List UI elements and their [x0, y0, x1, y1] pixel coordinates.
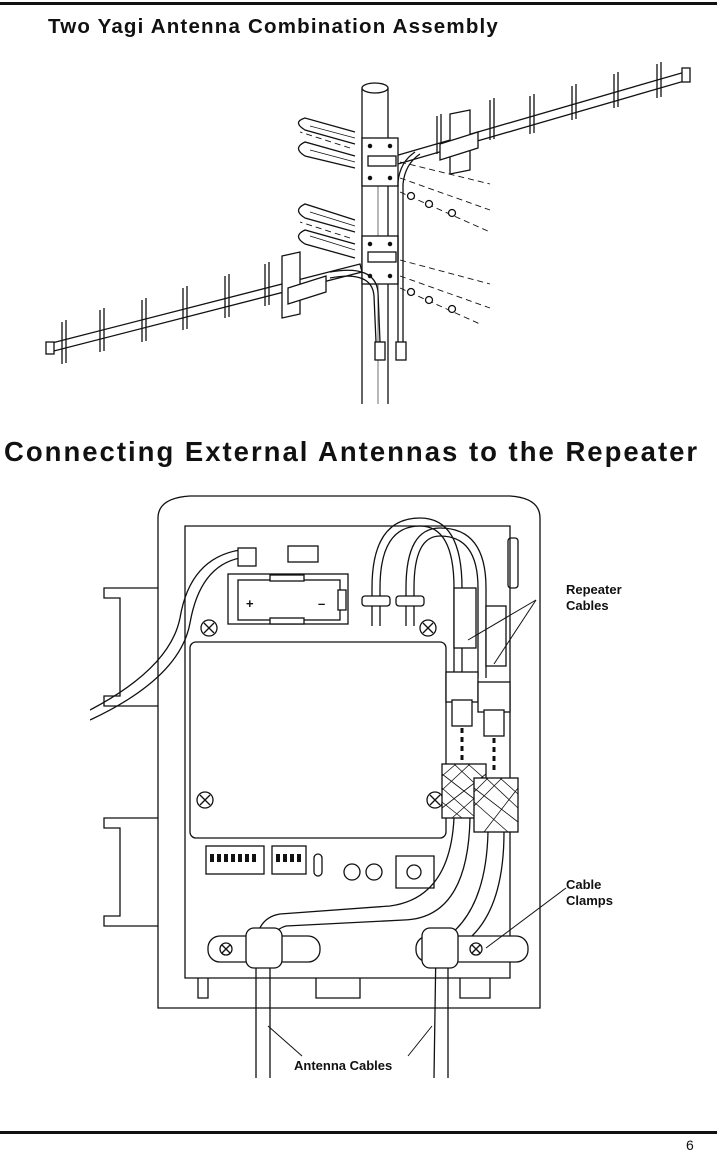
- connecting-antennas-heading: Connecting External Antennas to the Repe…: [4, 436, 700, 467]
- yagi-assembly-diagram: [45, 62, 691, 404]
- upper-u-bolts: [297, 117, 356, 169]
- indicator-leds: [343, 863, 383, 881]
- battery-holder: [227, 573, 349, 625]
- upper-yagi-antenna: [394, 62, 691, 175]
- fuse-icon: [287, 545, 319, 563]
- mounting-hardware: [406, 191, 457, 314]
- cable-clamps-label-1: Cable: [566, 877, 601, 892]
- power-cable: [90, 547, 257, 721]
- upper-mount-bracket: [361, 137, 399, 187]
- lower-mount-bracket: [361, 235, 399, 285]
- repeater-cables-label-1: Repeater: [566, 582, 622, 597]
- repeater-cables-label-2: Cables: [566, 598, 609, 613]
- dc-jack: [395, 855, 435, 889]
- cable-clamps-label-2: Clamps: [566, 893, 613, 908]
- cable-clamps: [207, 927, 529, 969]
- circuit-board: [189, 641, 447, 839]
- antenna-feed-cables: [329, 151, 421, 361]
- repeater-connection-diagram: + –: [90, 495, 622, 1078]
- page-number: 6: [686, 1137, 694, 1153]
- dip-switches: [205, 845, 323, 877]
- repeater-enclosure: [157, 495, 541, 1009]
- antenna-connectors: [441, 763, 519, 833]
- leader-lines: [267, 599, 567, 1057]
- battery-plus-label: +: [246, 596, 254, 611]
- repeater-cables: [361, 517, 511, 737]
- battery-minus-label: –: [318, 596, 325, 611]
- antenna-cables-label: Antenna Cables: [294, 1058, 392, 1073]
- yagi-assembly-heading: Two Yagi Antenna Combination Assembly: [48, 15, 500, 38]
- lower-u-bolts: [297, 203, 356, 259]
- left-mount-brackets: [103, 587, 158, 927]
- top-rule: [0, 2, 717, 5]
- bottom-rule: [0, 1131, 717, 1134]
- lower-yagi-antenna: [45, 251, 363, 364]
